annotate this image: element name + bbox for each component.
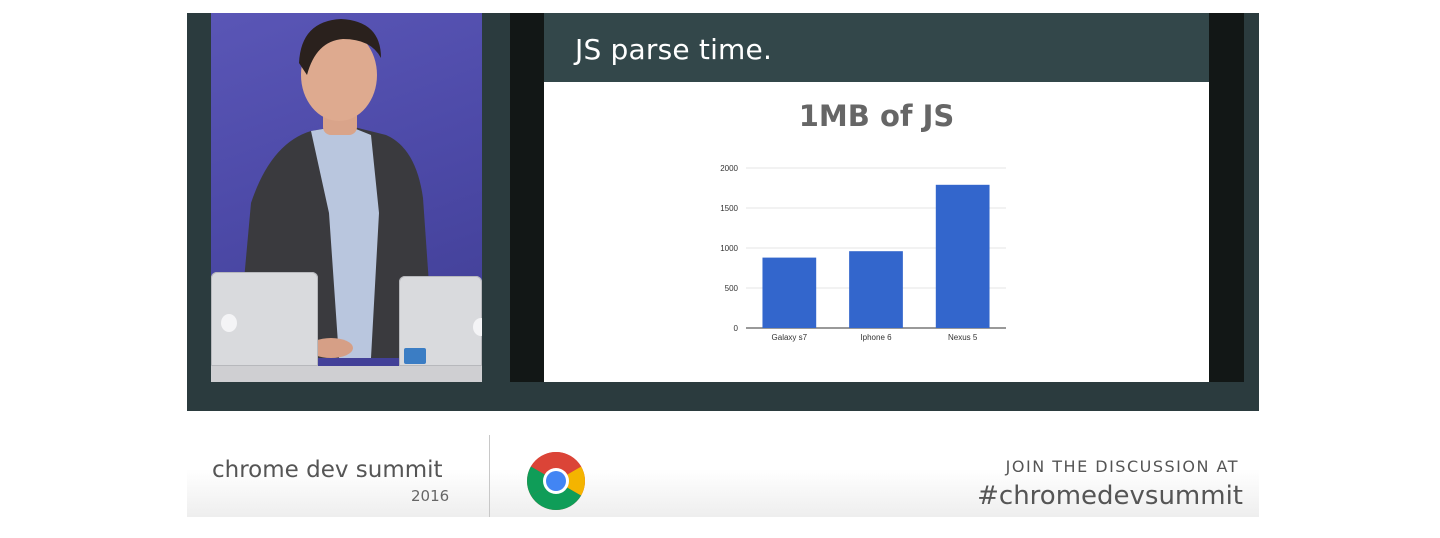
laptop-right (399, 276, 482, 366)
presentation-screen: JS parse time. 1MB of JS 0 500 1000 1500 200… (510, 13, 1244, 382)
laptop-left (211, 272, 318, 366)
chrome-logo-icon (527, 452, 585, 510)
banner-divider (489, 435, 490, 517)
x-tick-label: Iphone 6 (860, 333, 892, 342)
lower-third-banner: chrome dev summit 2016 JOIN THE DISCUSSI… (187, 411, 1259, 517)
x-tick-label: Nexus 5 (948, 333, 978, 342)
laptop-sticker-icon (404, 348, 426, 364)
y-tick-label: 2000 (720, 164, 738, 173)
slide-header: JS parse time. (544, 13, 1209, 82)
y-tick-label: 500 (725, 284, 739, 293)
podium-desk (211, 366, 482, 382)
apple-logo-icon (473, 318, 482, 336)
bar (935, 184, 990, 328)
y-tick-label: 1500 (720, 204, 738, 213)
event-name: chrome dev summit (212, 457, 443, 483)
chart-title: 1MB of JS (798, 99, 955, 133)
apple-logo-icon (221, 314, 237, 332)
event-year: 2016 (411, 487, 450, 505)
y-tick-label: 0 (734, 324, 739, 333)
video-stage: JS parse time. 1MB of JS 0 500 1000 1500 200… (187, 13, 1259, 411)
speaker-video (211, 13, 482, 382)
join-discussion-label: JOIN THE DISCUSSION AT (1005, 457, 1239, 476)
bar (762, 257, 817, 328)
hashtag: #chromedevsummit (977, 481, 1243, 511)
video-frame: JS parse time. 1MB of JS 0 500 1000 1500 200… (187, 13, 1259, 517)
slide-heading: JS parse time. (575, 33, 773, 66)
presentation-slide: JS parse time. 1MB of JS 0 500 1000 1500 200… (544, 13, 1209, 382)
y-tick-label: 1000 (720, 244, 738, 253)
bar (849, 251, 903, 328)
x-tick-label: Galaxy s7 (772, 333, 808, 342)
